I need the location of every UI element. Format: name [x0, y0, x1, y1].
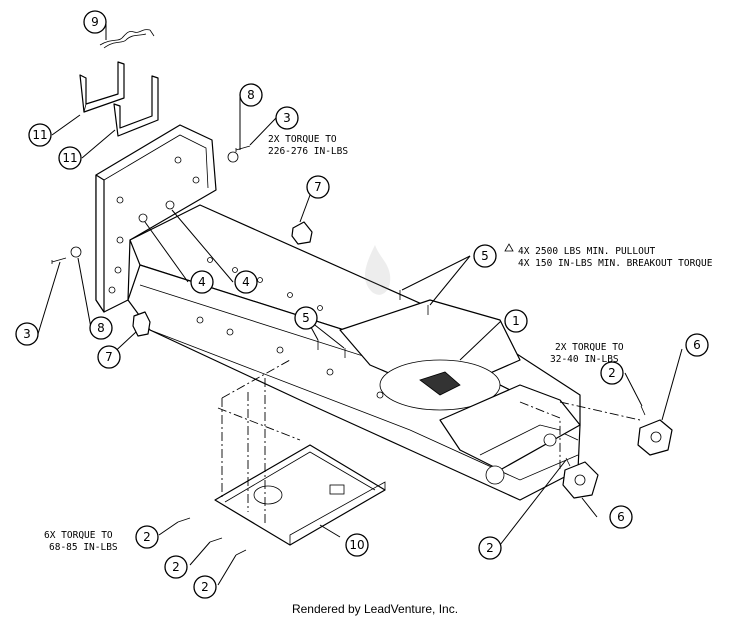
callout-6-lower: 6 — [609, 505, 633, 529]
callout-1: 1 — [504, 309, 528, 333]
svg-text:2: 2 — [486, 541, 494, 555]
svg-text:6X TORQUE TO: 6X TORQUE TO — [44, 530, 113, 541]
part-10-lower-plate — [214, 444, 386, 546]
assembly-dash-lines — [217, 359, 641, 525]
note-torque-68: 6X TORQUE TO 68-85 IN-LBS — [44, 530, 118, 553]
callout-2-right: 2 — [600, 361, 624, 385]
svg-text:5: 5 — [481, 249, 489, 263]
callout-2-b: 2 — [164, 555, 188, 579]
svg-text:7: 7 — [314, 180, 322, 194]
svg-text:5: 5 — [302, 311, 310, 325]
part-11-upper-bracket — [79, 61, 125, 113]
callout-2-a: 2 — [135, 525, 159, 549]
callout-3-upper: 3 — [275, 106, 299, 130]
part-6-right-bracket — [637, 419, 673, 456]
svg-text:3: 3 — [283, 111, 291, 125]
part-8-nut-left — [70, 246, 82, 258]
footer-credit: Rendered by LeadVenture, Inc. — [291, 602, 459, 616]
svg-text:4X 2500 LBS MIN. PULLOUT: 4X 2500 LBS MIN. PULLOUT — [518, 246, 656, 257]
svg-text:6: 6 — [617, 510, 625, 524]
note-torque-226: 2X TORQUE TO 226-276 IN-LBS — [268, 134, 348, 157]
svg-text:8: 8 — [247, 88, 255, 102]
part-2-bolt-b — [209, 537, 223, 543]
svg-text:2: 2 — [172, 560, 180, 574]
part-11-lower-bracket — [113, 75, 159, 137]
svg-text:4X 150 IN-LBS MIN. BREAKOUT TO: 4X 150 IN-LBS MIN. BREAKOUT TORQUE — [518, 258, 713, 269]
svg-text:32-40 IN-LBS: 32-40 IN-LBS — [550, 354, 619, 365]
svg-text:2: 2 — [201, 580, 209, 594]
callout-8-left: 8 — [89, 316, 113, 340]
part-8-nut-upper — [227, 151, 239, 163]
part-4-spacer-b — [165, 200, 175, 210]
svg-text:7: 7 — [105, 350, 113, 364]
callout-4-left: 4 — [190, 270, 214, 294]
part-2-bolt-e — [565, 457, 571, 467]
callout-3-left: 3 — [15, 322, 39, 346]
svg-text:6: 6 — [693, 338, 701, 352]
svg-text:2: 2 — [143, 530, 151, 544]
svg-text:8: 8 — [97, 321, 105, 335]
svg-text:10: 10 — [349, 538, 364, 552]
callout-4-right: 4 — [234, 270, 258, 294]
svg-text:3: 3 — [23, 327, 31, 341]
svg-text:4: 4 — [198, 275, 206, 289]
svg-text:1: 1 — [512, 314, 520, 328]
callout-9: 9 — [83, 10, 107, 34]
part-3-bolt-left — [51, 257, 67, 264]
callout-11-upper: 11 — [28, 123, 52, 147]
note-torque-32: 2X TORQUE TO 32-40 IN-LBS — [550, 342, 624, 365]
part-9-wire-clip — [99, 29, 155, 49]
callout-11-lower: 11 — [58, 146, 82, 170]
svg-text:2: 2 — [608, 366, 616, 380]
svg-text:9: 9 — [91, 15, 99, 29]
svg-text:68-85 IN-LBS: 68-85 IN-LBS — [49, 542, 118, 553]
callout-7-upper: 7 — [306, 175, 330, 199]
pullout-symbol-icon — [504, 243, 514, 252]
callout-6-right: 6 — [685, 333, 709, 357]
callout-2-c: 2 — [193, 575, 217, 599]
callout-2-d: 2 — [478, 536, 502, 560]
callout-5-lower: 5 — [294, 306, 318, 330]
svg-text:11: 11 — [62, 151, 77, 165]
callout-5-upper: 5 — [473, 244, 497, 268]
svg-text:2X TORQUE TO: 2X TORQUE TO — [555, 342, 624, 353]
part-1-main-frame — [95, 124, 581, 501]
part-2-bolt-c — [235, 549, 247, 556]
svg-text:2X TORQUE TO: 2X TORQUE TO — [268, 134, 337, 145]
note-pullout: 4X 2500 LBS MIN. PULLOUT 4X 150 IN-LBS M… — [504, 243, 713, 269]
part-2-bolt-d — [640, 405, 646, 416]
part-7-upper-bracket — [291, 221, 313, 245]
callout-10: 10 — [345, 533, 369, 557]
callout-8-upper: 8 — [239, 83, 263, 107]
svg-text:11: 11 — [32, 128, 47, 142]
part-7-lower-bracket — [132, 311, 151, 337]
callout-7-lower: 7 — [97, 345, 121, 369]
part-2-bolt-a — [177, 517, 191, 523]
svg-text:226-276 IN-LBS: 226-276 IN-LBS — [268, 146, 348, 157]
part-4-spacer-a — [138, 213, 148, 223]
part-6-lower-bracket — [562, 461, 599, 499]
svg-text:4: 4 — [242, 275, 250, 289]
leadventure-watermark-logo — [364, 245, 391, 295]
part-3-bolt-upper — [235, 145, 251, 152]
